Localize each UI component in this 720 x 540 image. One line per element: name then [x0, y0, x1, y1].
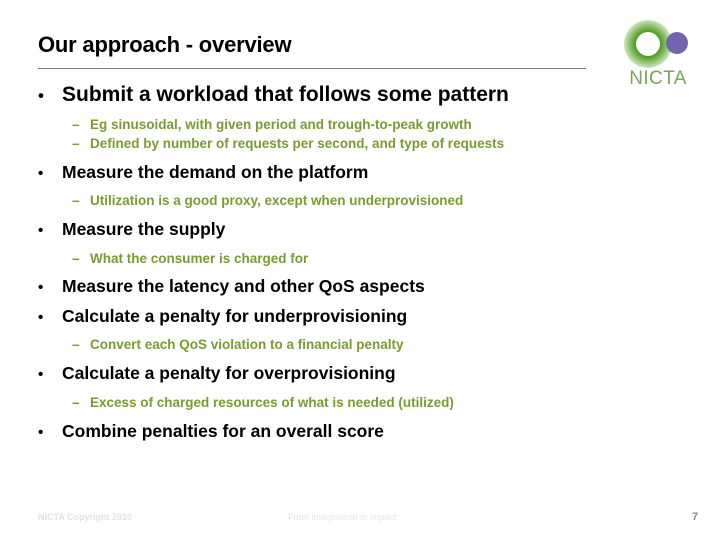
bullet-list: • Submit a workload that follows some pa… — [38, 82, 698, 444]
bullet-text: Eg sinusoidal, with given period and tro… — [90, 116, 472, 132]
page-number: 7 — [692, 511, 699, 523]
bullet-marker-dot: • — [38, 164, 44, 182]
bullet-text: What the consumer is charged for — [90, 250, 309, 266]
bullet-text: Measure the demand on the platform — [62, 161, 369, 182]
bullet-marker-dot: • — [38, 86, 44, 105]
bullet-level1: • Measure the latency and other QoS aspe… — [38, 275, 698, 297]
bullet-level2: – Eg sinusoidal, with given period and t… — [38, 116, 698, 134]
logo-white-circle-icon — [636, 32, 660, 56]
page-title: Our approach - overview — [38, 32, 292, 57]
bullet-level1: • Submit a workload that follows some pa… — [38, 82, 698, 109]
bullet-level1: • Combine penalties for an overall score — [38, 420, 698, 442]
bullet-marker-dot: • — [38, 366, 44, 384]
bullet-text: Submit a workload that follows some patt… — [62, 83, 509, 106]
bullet-text: Excess of charged resources of what is n… — [90, 394, 454, 410]
bullet-marker-dot: • — [38, 222, 44, 240]
bullet-text: Convert each QoS violation to a financia… — [90, 337, 404, 353]
bullet-marker-dash: – — [72, 250, 80, 266]
bullet-level2: – Excess of charged resources of what is… — [38, 394, 698, 412]
footer-copyright: NICTA Copyright 2010 — [38, 512, 133, 522]
bullet-level2: – Defined by number of requests per seco… — [38, 135, 698, 153]
title-divider — [38, 68, 586, 69]
footer-tagline: From imagination to impact — [288, 512, 397, 522]
bullet-level1: • Calculate a penalty for overprovisioni… — [38, 362, 698, 384]
bullet-level2: – Utilization is a good proxy, except wh… — [38, 192, 698, 210]
bullet-marker-dash: – — [72, 394, 80, 410]
bullet-text: Calculate a penalty for overprovisioning — [62, 363, 396, 384]
bullet-text: Defined by number of requests per second… — [90, 135, 505, 151]
bullet-marker-dash: – — [72, 135, 80, 151]
bullet-level1: • Measure the demand on the platform — [38, 161, 698, 183]
bullet-text: Utilization is a good proxy, except when… — [90, 193, 464, 209]
logo-purple-dot-icon — [666, 32, 688, 54]
bullet-level1: • Calculate a penalty for underprovision… — [38, 305, 698, 327]
bullet-text: Calculate a penalty for underprovisionin… — [62, 305, 408, 326]
bullet-marker-dot: • — [38, 423, 44, 441]
bullet-marker-dash: – — [72, 116, 80, 132]
bullet-text: Combine penalties for an overall score — [62, 420, 384, 441]
bullet-marker-dash: – — [72, 337, 80, 353]
bullet-marker-dot: • — [38, 279, 44, 297]
logo-wordmark: NICTA — [629, 68, 687, 89]
bullet-marker-dash: – — [72, 193, 80, 209]
bullet-level2: – What the consumer is charged for — [38, 250, 698, 268]
bullet-text: Measure the supply — [62, 219, 226, 240]
nicta-logo: NICTA — [620, 20, 700, 94]
bullet-text: Measure the latency and other QoS aspect… — [62, 276, 425, 297]
bullet-level2: – Convert each QoS violation to a financ… — [38, 336, 698, 354]
bullet-marker-dot: • — [38, 308, 44, 326]
bullet-level1: • Measure the supply — [38, 218, 698, 240]
